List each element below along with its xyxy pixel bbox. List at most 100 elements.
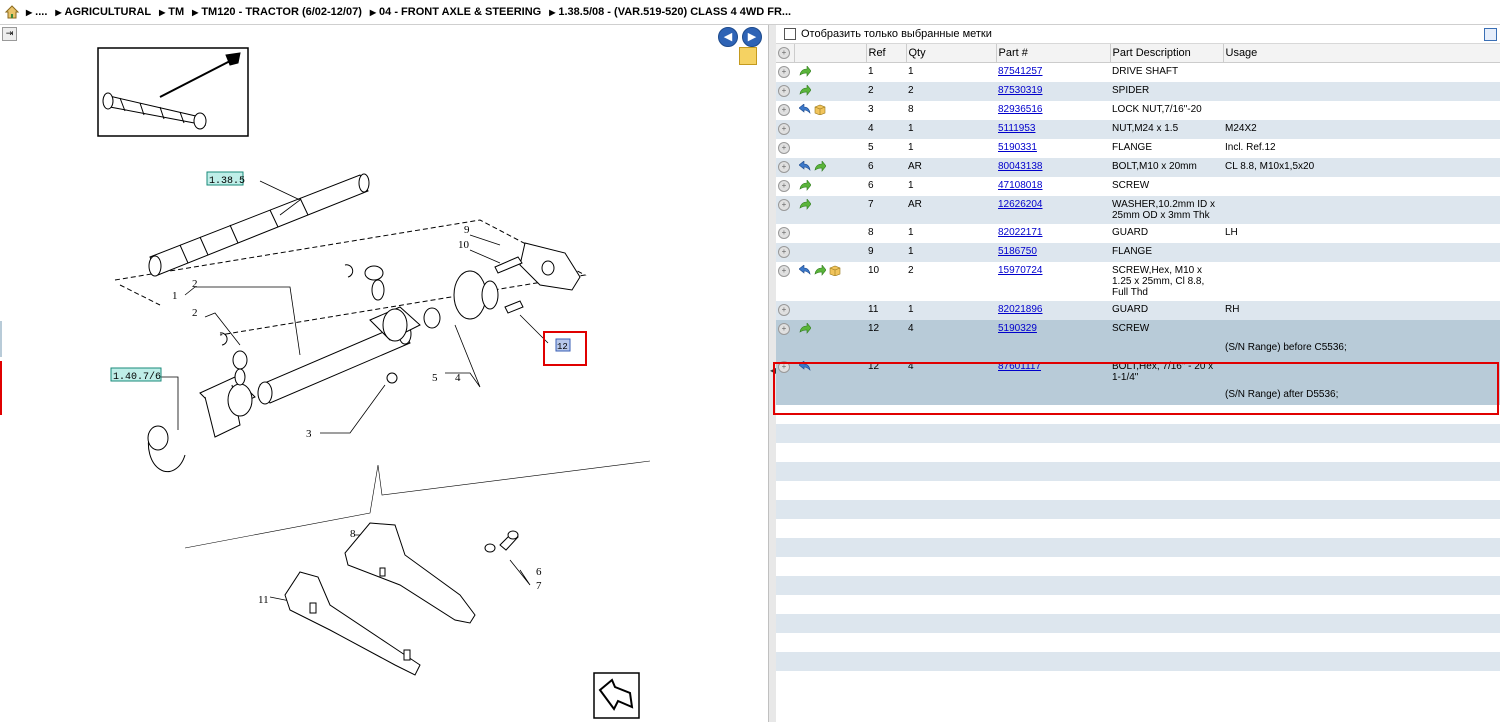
table-row[interactable]: (S/N Range) before C5536; <box>776 339 1500 358</box>
back-arrow-icon[interactable] <box>799 265 811 276</box>
next-page-icon[interactable]: ▶ <box>742 27 762 47</box>
row-expand-icon[interactable]: + <box>778 265 790 277</box>
home-icon[interactable] <box>4 4 20 20</box>
replace-arrow-icon[interactable] <box>814 265 826 276</box>
row-part-number[interactable]: 5186750 <box>996 243 1110 262</box>
row-part-number[interactable]: 80043138 <box>996 158 1110 177</box>
header-qty[interactable]: Qty <box>906 44 997 63</box>
header-usage[interactable]: Usage <box>1223 44 1500 63</box>
row-expand-cell[interactable]: + <box>776 177 794 196</box>
row-expand-cell[interactable] <box>776 386 794 405</box>
row-expand-cell[interactable]: + <box>776 301 794 320</box>
row-expand-icon[interactable]: + <box>778 123 790 135</box>
row-expand-icon[interactable]: + <box>778 323 790 335</box>
breadcrumb-item-root[interactable]: .... <box>26 6 47 18</box>
row-part-number[interactable]: 5190329 <box>996 320 1110 339</box>
row-expand-icon[interactable]: + <box>778 180 790 192</box>
replace-arrow-icon[interactable] <box>799 66 811 77</box>
row-part-number[interactable]: 5190331 <box>996 139 1110 158</box>
replace-arrow-icon[interactable] <box>799 323 811 334</box>
row-expand-icon[interactable]: + <box>778 161 790 173</box>
row-expand-cell[interactable]: + <box>776 262 794 301</box>
row-expand-cell[interactable]: + <box>776 243 794 262</box>
row-part-number[interactable]: 87530319 <box>996 82 1110 101</box>
breadcrumb-item-front-axle[interactable]: 04 - FRONT AXLE & STEERING <box>370 6 541 18</box>
row-expand-icon[interactable]: + <box>778 66 790 78</box>
table-row[interactable]: (S/N Range) after D5536; <box>776 386 1500 405</box>
note-icon[interactable] <box>739 47 757 65</box>
part-number-link[interactable]: 5190329 <box>998 323 1037 334</box>
row-part-number[interactable]: 5111953 <box>996 120 1110 139</box>
part-number-link[interactable]: 87541257 <box>998 66 1043 77</box>
row-expand-cell[interactable]: + <box>776 101 794 120</box>
row-expand-icon[interactable]: + <box>778 304 790 316</box>
row-part-number[interactable]: 15970724 <box>996 262 1110 301</box>
part-number-link[interactable]: 82021896 <box>998 304 1043 315</box>
breadcrumb-item-agricultural[interactable]: AGRICULTURAL <box>55 6 152 18</box>
back-arrow-icon[interactable] <box>799 104 811 115</box>
row-expand-cell[interactable]: + <box>776 320 794 339</box>
row-part-number[interactable]: 12626204 <box>996 196 1110 224</box>
header-expand[interactable]: + <box>776 44 795 63</box>
row-expand-icon[interactable]: + <box>778 142 790 154</box>
row-expand-icon[interactable]: + <box>778 227 790 239</box>
package-icon[interactable] <box>829 265 841 276</box>
part-number-link[interactable]: 82022171 <box>998 227 1043 238</box>
part-number-link[interactable]: 5190331 <box>998 142 1037 153</box>
replace-arrow-icon[interactable] <box>799 85 811 96</box>
back-arrow-icon[interactable] <box>799 361 811 372</box>
part-number-link[interactable]: 80043138 <box>998 161 1043 172</box>
breadcrumb-item-tractor[interactable]: TM120 - TRACTOR (6/02-12/07) <box>192 6 362 18</box>
part-number-link[interactable]: 15970724 <box>998 265 1043 276</box>
package-icon[interactable] <box>814 104 826 115</box>
breadcrumb-item-current[interactable]: 1.38.5/08 - (VAR.519-520) CLASS 4 4WD FR… <box>549 6 791 18</box>
row-part-number[interactable]: 87541257 <box>996 63 1110 83</box>
row-part-number[interactable] <box>996 386 1110 405</box>
replace-arrow-icon[interactable] <box>799 180 811 191</box>
export-icon[interactable]: ⇥ <box>2 27 17 41</box>
row-expand-cell[interactable]: + <box>776 63 794 83</box>
row-expand-icon[interactable]: + <box>778 199 790 211</box>
header-ref[interactable]: Ref <box>866 44 907 63</box>
row-part-number[interactable]: 82022171 <box>996 224 1110 243</box>
part-number-link[interactable]: 5111953 <box>998 123 1036 134</box>
row-part-number[interactable]: 82936516 <box>996 101 1110 120</box>
grid-view-icon[interactable] <box>1484 28 1497 41</box>
prev-page-icon[interactable]: ◀ <box>718 27 738 47</box>
row-expand-cell[interactable]: + <box>776 120 794 139</box>
replace-arrow-icon[interactable] <box>799 199 811 210</box>
show-selected-checkbox[interactable] <box>784 28 796 40</box>
row-expand-cell[interactable]: + <box>776 196 794 224</box>
row-expand-cell[interactable]: + <box>776 224 794 243</box>
row-expand-cell[interactable]: + <box>776 158 794 177</box>
replace-arrow-icon[interactable] <box>814 161 826 172</box>
part-number-link[interactable]: 87530319 <box>998 85 1043 96</box>
part-number-link[interactable]: 87601117 <box>998 361 1042 372</box>
breadcrumb-item-tm[interactable]: TM <box>159 6 184 18</box>
row-expand-icon[interactable]: + <box>778 246 790 258</box>
row-expand-icon[interactable]: + <box>778 104 790 116</box>
part-number-link[interactable]: 5186750 <box>998 246 1037 257</box>
back-arrow-icon[interactable] <box>799 161 811 172</box>
part-number-link[interactable]: 47108018 <box>998 180 1043 191</box>
row-expand-cell[interactable] <box>776 339 794 358</box>
row-part-number[interactable]: 47108018 <box>996 177 1110 196</box>
header-desc[interactable]: Part Description <box>1110 44 1224 63</box>
row-expand-icon[interactable]: + <box>778 85 790 97</box>
row-expand-icon[interactable]: + <box>778 361 790 373</box>
row-part-number[interactable]: 87601117 <box>996 358 1110 386</box>
